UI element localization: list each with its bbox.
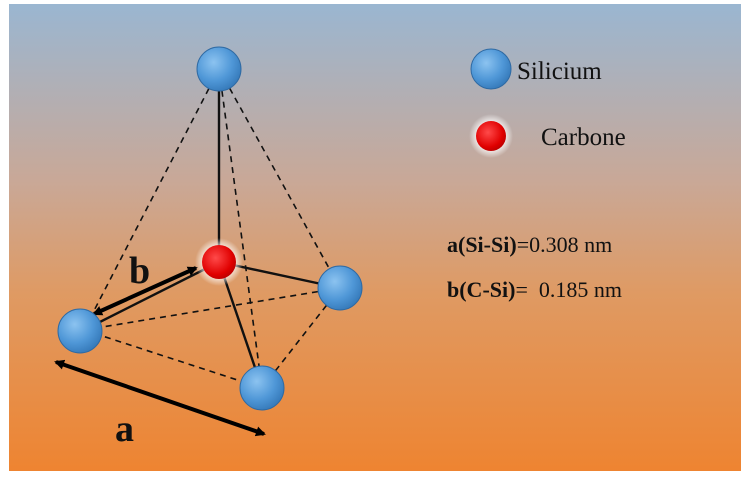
- arrow-a: [54, 359, 266, 437]
- silicon-atom-bottom: [239, 365, 285, 411]
- arrow-b: [92, 266, 198, 316]
- dimension-b-value: = 0.185 nm: [515, 277, 622, 302]
- background-panel: [9, 4, 741, 471]
- label-a: a: [115, 408, 134, 450]
- legend-carbon-icon: [476, 121, 506, 151]
- legend: Silicium Carbone: [469, 48, 626, 158]
- legend-silicon-label: Silicium: [517, 58, 602, 85]
- legend-carbon-label: Carbone: [541, 124, 626, 151]
- bond-lengths: a(Si-Si)=0.308 nm b(C-Si)= 0.185 nm: [447, 232, 622, 302]
- dimension-b-name: b(C-Si): [447, 277, 515, 302]
- silicon-atom-right: [317, 265, 363, 311]
- dimension-a-value: =0.308 nm: [517, 232, 613, 257]
- legend-silicon-icon: [470, 48, 512, 90]
- label-b: b: [129, 250, 150, 292]
- silicon-atom-left: [57, 308, 103, 354]
- edge-top-bottom: [218, 68, 263, 389]
- dimension-b-line: b(C-Si)= 0.185 nm: [447, 277, 622, 302]
- dimension-a-name: a(Si-Si): [447, 232, 517, 257]
- carbon-atom: [202, 245, 236, 279]
- edge-top-right: [218, 68, 341, 289]
- silicon-atom-top: [196, 46, 242, 92]
- dimension-a-line: a(Si-Si)=0.308 nm: [447, 232, 612, 257]
